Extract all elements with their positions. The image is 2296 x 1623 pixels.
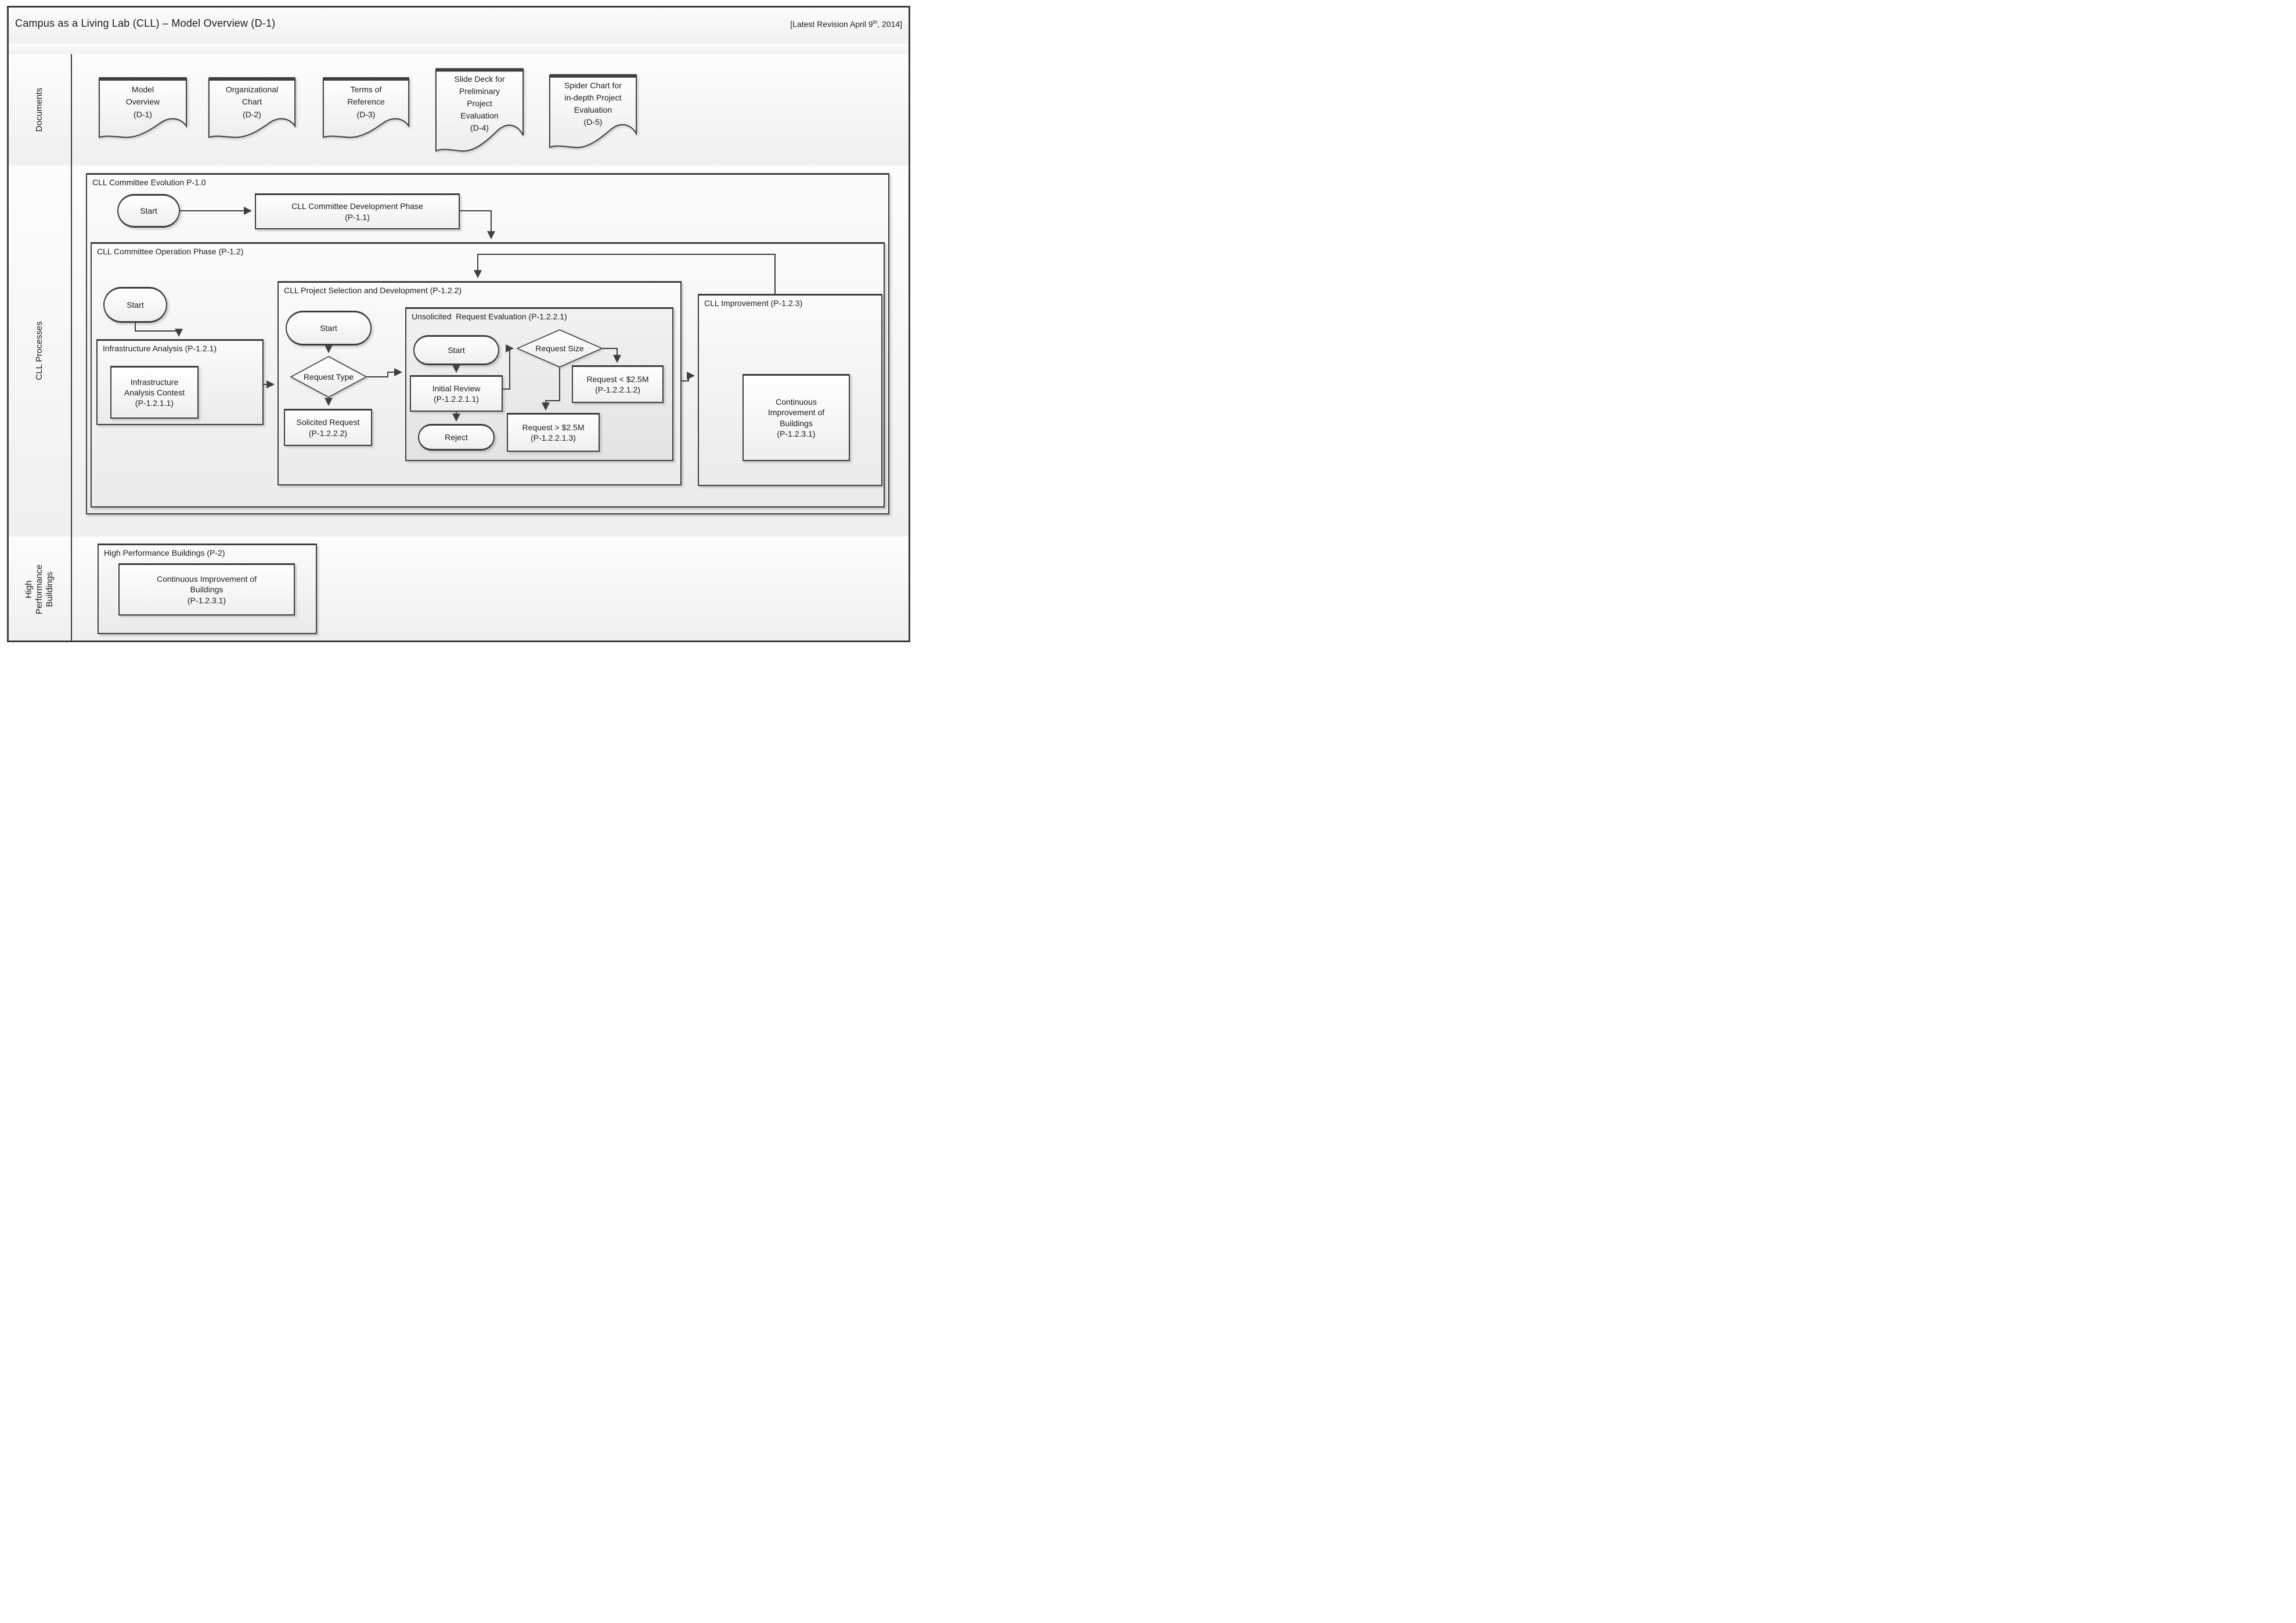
container-label: High Performance Buildings (P-2) bbox=[104, 548, 225, 557]
document-label: Model Overview (D-1) bbox=[125, 84, 160, 119]
start-terminator-p10: Start bbox=[117, 194, 180, 228]
decision-request-size: Request Size bbox=[517, 329, 603, 368]
start-terminator-p12: Start bbox=[103, 287, 167, 323]
document-icon bbox=[435, 67, 524, 160]
process-box-label: Solicited Request (P-1.2.2.2) bbox=[296, 418, 360, 438]
revision-note: [Latest Revision April 9th, 2014] bbox=[790, 19, 902, 29]
revision-superscript: th bbox=[873, 19, 878, 25]
decision-request-type: Request Type bbox=[290, 356, 367, 398]
process-box-label: Continuous Improvement of Buildings (P-1… bbox=[767, 397, 825, 438]
lane-label-documents: Documents bbox=[34, 88, 44, 132]
start-label: Start bbox=[140, 206, 157, 215]
process-box-initial-review: Initial Review (P-1.2.2.1.1) bbox=[410, 375, 503, 412]
process-box-label: Infrastructure Analysis Contest (P-1.2.1… bbox=[124, 377, 185, 408]
document-icon bbox=[98, 77, 188, 144]
document-icon bbox=[549, 73, 637, 156]
document-label: Organizational Chart (D-2) bbox=[225, 84, 279, 119]
process-box-label: Request < $2.5M (P-1.2.2.1.2) bbox=[586, 374, 649, 394]
document-label: Terms of Reference (D-3) bbox=[347, 84, 385, 119]
document-model-overview: Model Overview (D-1) bbox=[98, 77, 188, 144]
process-box-label: CLL Committee Development Phase (P-1.1) bbox=[291, 201, 423, 222]
document-label: Slide Deck for Preliminary Project Evalu… bbox=[454, 74, 505, 133]
diagram-page: Campus as a Living Lab (CLL) – Model Ove… bbox=[0, 0, 918, 649]
decision-label: Request Size bbox=[535, 344, 584, 353]
process-box-request-gt-2-5m: Request > $2.5M (P-1.2.2.1.3) bbox=[507, 413, 600, 452]
container-label: Infrastructure Analysis (P-1.2.1) bbox=[103, 344, 217, 353]
revision-prefix: [Latest Revision April 9 bbox=[790, 19, 873, 29]
start-label: Start bbox=[320, 323, 337, 333]
start-terminator-p1221: Start bbox=[413, 335, 499, 365]
container-label: Unsolicited Request Evaluation (P-1.2.2.… bbox=[412, 312, 567, 321]
document-organizational-chart: Organizational Chart (D-2) bbox=[208, 77, 296, 144]
lane-label-high-performance-buildings: High Performance Buildings bbox=[24, 564, 55, 614]
lane-label-cll-processes: CLL Processes bbox=[34, 321, 44, 380]
process-box-request-lt-2-5m: Request < $2.5M (P-1.2.2.1.2) bbox=[572, 365, 664, 403]
process-box-label: Request > $2.5M (P-1.2.2.1.3) bbox=[522, 422, 585, 442]
process-box-label: Initial Review (P-1.2.2.1.1) bbox=[432, 383, 481, 404]
container-label: CLL Improvement (P-1.2.3) bbox=[704, 298, 803, 308]
diamond-icon bbox=[517, 329, 603, 368]
document-icon bbox=[208, 77, 296, 144]
document-spider-chart: Spider Chart for in-depth Project Evalua… bbox=[549, 73, 637, 156]
start-terminator-p122: Start bbox=[286, 311, 372, 346]
document-slide-deck: Slide Deck for Preliminary Project Evalu… bbox=[435, 67, 524, 160]
reject-label: Reject bbox=[445, 432, 468, 442]
spacer-band bbox=[7, 44, 910, 55]
process-box-solicited-request: Solicited Request (P-1.2.2.2) bbox=[284, 409, 372, 446]
process-box-continuous-improvement-p123: Continuous Improvement of Buildings (P-1… bbox=[742, 374, 850, 461]
diamond-icon bbox=[290, 356, 367, 398]
container-label: CLL Committee Operation Phase (P-1.2) bbox=[97, 247, 244, 256]
sidebar-divider bbox=[71, 54, 72, 642]
document-terms-of-reference: Terms of Reference (D-3) bbox=[322, 77, 410, 144]
start-label: Start bbox=[127, 300, 144, 310]
reject-terminator: Reject bbox=[418, 424, 495, 451]
container-label: CLL Committee Evolution P-1.0 bbox=[92, 178, 206, 187]
process-box-label: Continuous Improvement of Buildings (P-1… bbox=[157, 574, 257, 605]
process-box-continuous-improvement-hpb: Continuous Improvement of Buildings (P-1… bbox=[118, 563, 295, 616]
start-label: Start bbox=[448, 345, 465, 355]
decision-label: Request Type bbox=[303, 372, 354, 382]
document-label: Spider Chart for in-depth Project Evalua… bbox=[564, 81, 622, 127]
container-label: CLL Project Selection and Development (P… bbox=[284, 286, 462, 295]
document-icon bbox=[322, 77, 410, 144]
process-box-infrastructure-analysis-contest: Infrastructure Analysis Contest (P-1.2.1… bbox=[110, 366, 199, 419]
process-box-p11-development-phase: CLL Committee Development Phase (P-1.1) bbox=[255, 193, 460, 229]
revision-suffix: , 2014] bbox=[877, 19, 902, 29]
page-title: Campus as a Living Lab (CLL) – Model Ove… bbox=[15, 17, 276, 29]
